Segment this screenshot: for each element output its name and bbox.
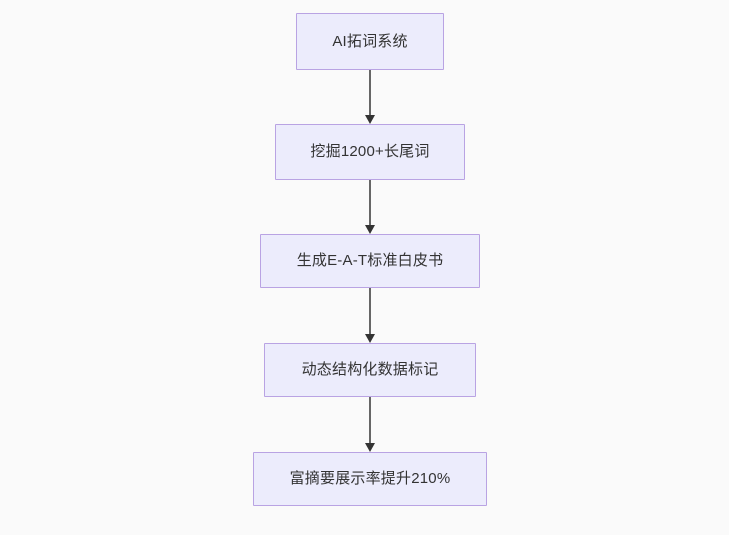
arrow-down-icon bbox=[365, 225, 375, 234]
flow-node-rich-snippet-impression-lift[interactable]: 富摘要展示率提升210% bbox=[253, 452, 487, 506]
flow-node-dynamic-structured-data-markup[interactable]: 动态结构化数据标记 bbox=[264, 343, 476, 397]
flow-edge-line bbox=[369, 397, 371, 444]
arrow-down-icon bbox=[365, 115, 375, 124]
flow-edge-1 bbox=[364, 70, 376, 124]
flow-edge-line bbox=[369, 180, 371, 226]
flow-node-generate-eat-whitepaper[interactable]: 生成E-A-T标准白皮书 bbox=[260, 234, 480, 288]
arrow-down-icon bbox=[365, 443, 375, 452]
flow-edge-3 bbox=[364, 288, 376, 343]
flow-node-label: 生成E-A-T标准白皮书 bbox=[296, 252, 444, 269]
flow-node-mine-longtail-keywords[interactable]: 挖掘1200+长尾词 bbox=[275, 124, 465, 180]
flow-node-label: 挖掘1200+长尾词 bbox=[310, 143, 430, 160]
flow-node-label: AI拓词系统 bbox=[332, 32, 408, 50]
flow-node-label: 动态结构化数据标记 bbox=[301, 361, 439, 378]
flow-edge-2 bbox=[364, 180, 376, 234]
arrow-down-icon bbox=[365, 334, 375, 343]
flow-edge-4 bbox=[364, 397, 376, 452]
flow-edge-line bbox=[369, 288, 371, 335]
flow-edge-line bbox=[369, 70, 371, 116]
flow-node-ai-keyword-system[interactable]: AI拓词系统 bbox=[296, 13, 444, 70]
flow-node-label: 富摘要展示率提升210% bbox=[289, 470, 451, 487]
